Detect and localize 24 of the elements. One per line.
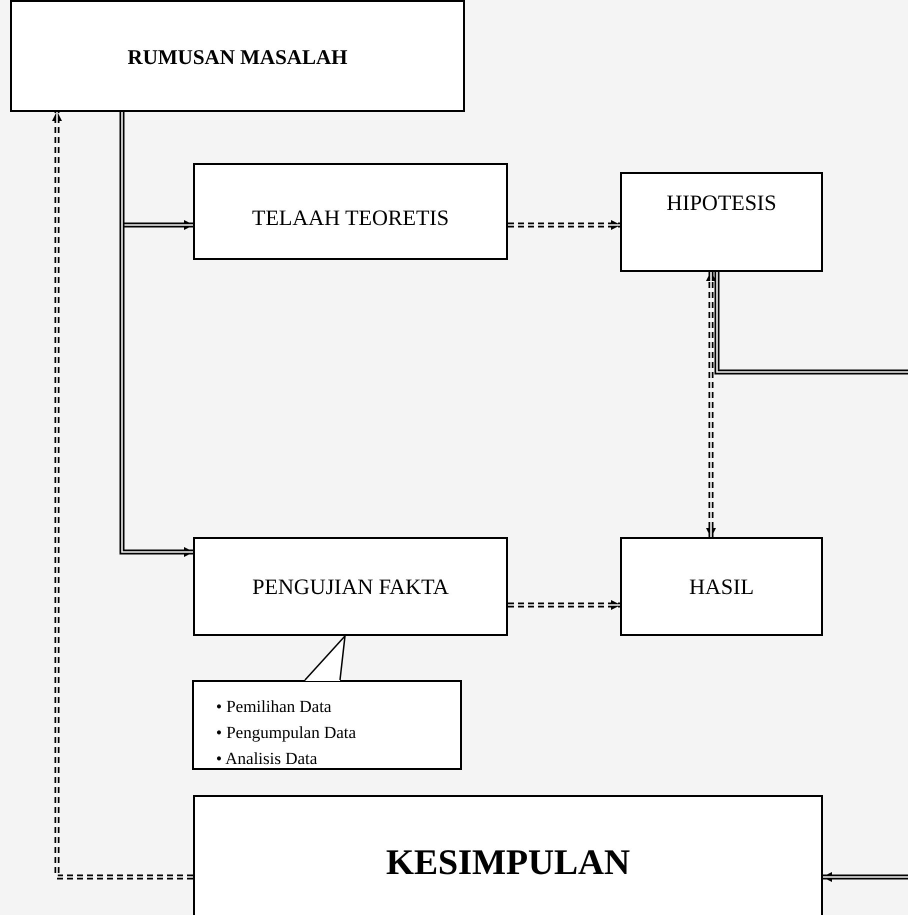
node-title: HASIL [689, 573, 754, 601]
list-item: • Pemilihan Data [216, 696, 332, 718]
node-title: KESIMPULAN [386, 841, 630, 884]
node-title: RUMUSAN MASALAH [128, 44, 348, 71]
list-item: • Analisis Data [216, 748, 318, 770]
arrow [508, 220, 621, 230]
arrow [52, 111, 193, 880]
arrow [706, 271, 716, 538]
process-box [193, 537, 508, 636]
arrow [508, 600, 621, 610]
list-item: • Pengumpulan Data [216, 722, 358, 744]
arrow [122, 220, 194, 230]
conclusion-box [193, 795, 823, 915]
process-box [193, 163, 508, 260]
callout-box [192, 680, 462, 770]
node-title: HIPOTESIS [666, 189, 776, 217]
callout-tail [304, 634, 346, 680]
arrow [714, 272, 908, 882]
node-title: PENGUJIAN FAKTA [252, 573, 449, 601]
arrow [120, 112, 194, 557]
node-title: TELAAH TEORETIS [252, 204, 449, 232]
process-box [620, 172, 823, 272]
heading-box [10, 0, 465, 112]
process-box [620, 537, 823, 636]
